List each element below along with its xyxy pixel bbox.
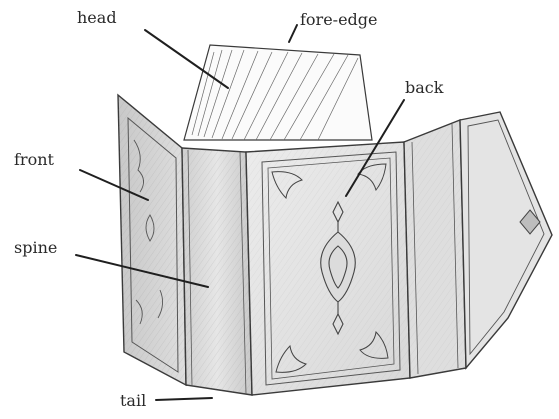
envelope-flap xyxy=(460,112,552,368)
label-head: head xyxy=(77,10,117,26)
fore-edge-flap xyxy=(404,120,466,378)
label-back: back xyxy=(405,80,443,96)
leader-fore-edge xyxy=(289,25,297,42)
front-board xyxy=(118,95,186,385)
label-front: front xyxy=(14,152,54,168)
back-board xyxy=(246,142,410,395)
spine-panel xyxy=(182,148,252,395)
leader-tail xyxy=(156,398,212,400)
label-tail: tail xyxy=(120,393,146,409)
page-block xyxy=(184,45,372,140)
label-spine: spine xyxy=(14,240,57,256)
label-fore-edge: fore-edge xyxy=(300,12,378,28)
